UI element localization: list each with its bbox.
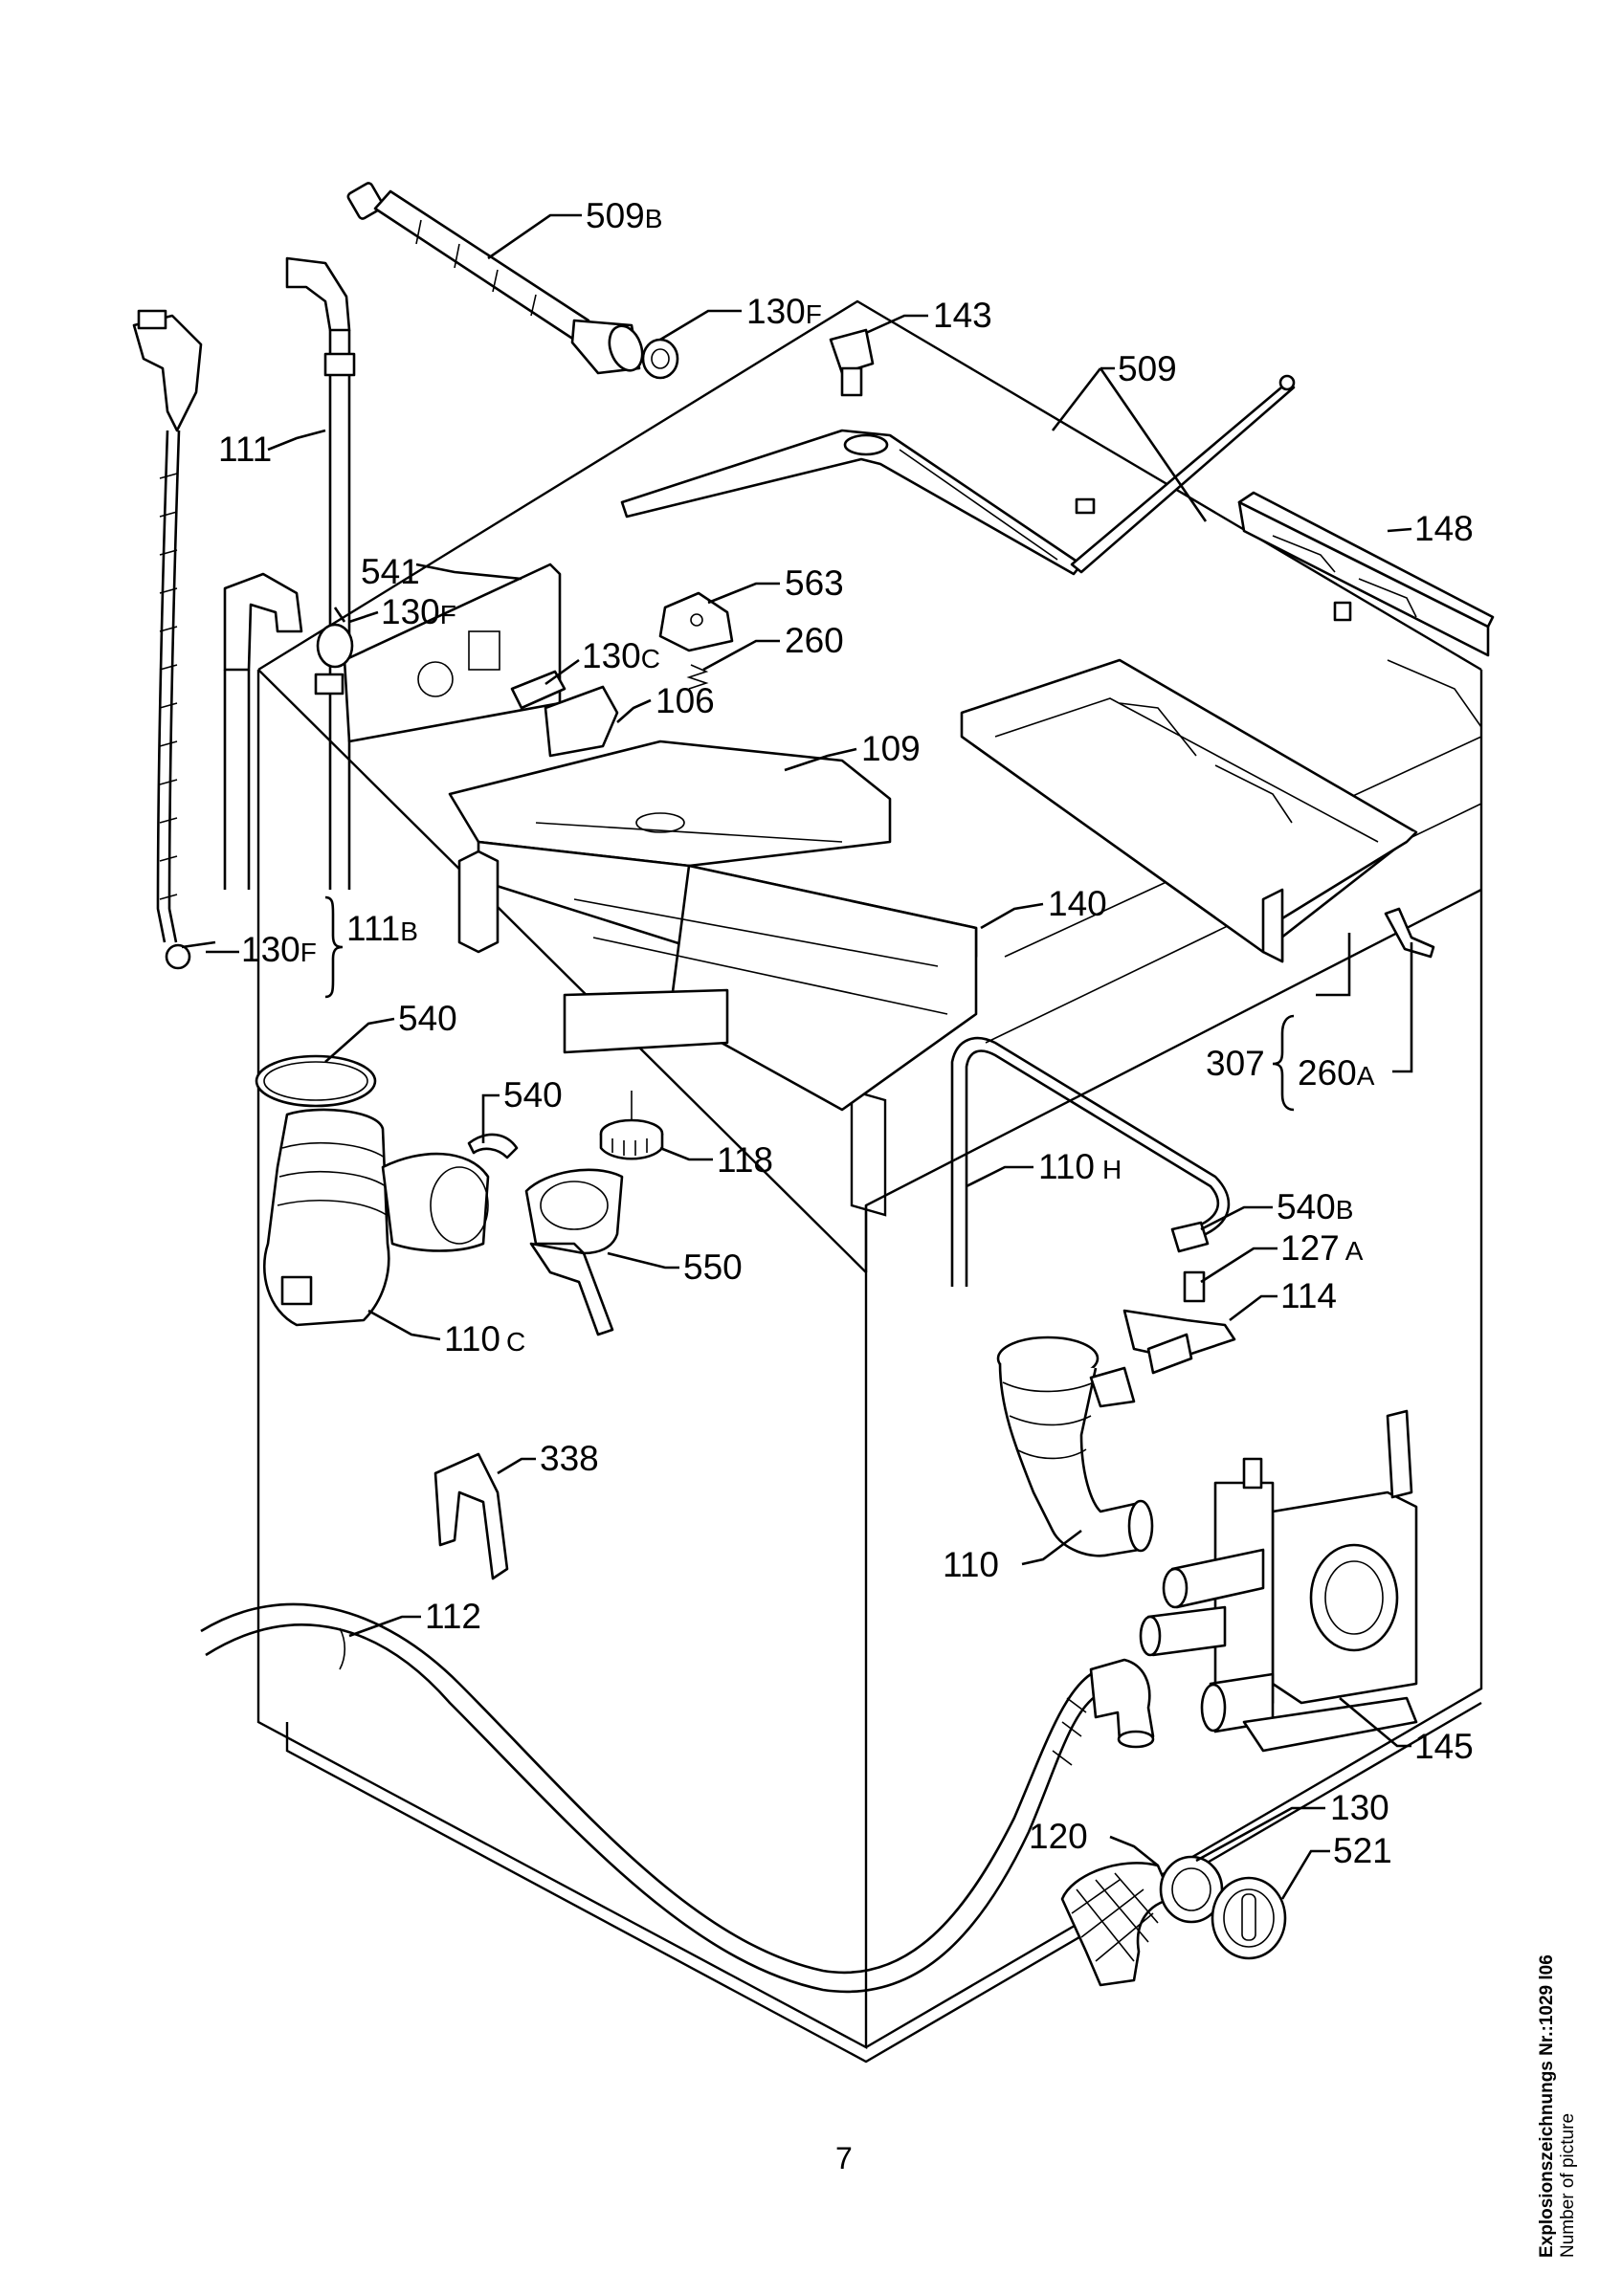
label-114: 114	[1280, 1276, 1337, 1315]
label-130: 130	[1330, 1788, 1389, 1827]
label-110: 110	[943, 1545, 999, 1584]
drawing-number-caption: Explosionszeichnungs Nr.:1029 l06 Number…	[1537, 1954, 1579, 2258]
part-509B-pipe	[346, 182, 644, 375]
part-540-clamp-a	[255, 1054, 377, 1108]
part-540-clamp-b	[467, 1133, 519, 1159]
label-130C: 130C	[582, 636, 660, 675]
part-118-wheel	[599, 1091, 664, 1160]
label-130F-b: 130F	[381, 592, 456, 631]
part-110-sump-hose	[996, 1336, 1154, 1557]
part-509-lever	[620, 374, 1296, 576]
caption-line-2: Number of picture	[1557, 2112, 1578, 2258]
label-509: 509	[1118, 349, 1177, 388]
part-540B-clip	[1170, 1221, 1210, 1253]
part-111-hose	[132, 309, 203, 970]
label-130F-a: 130F	[746, 292, 822, 331]
label-540-a: 540	[398, 999, 457, 1038]
label-307: 307	[1206, 1044, 1265, 1083]
part-111-elbow-hose	[285, 256, 356, 890]
brace-307	[1272, 1014, 1295, 1112]
part-260A-clip	[1384, 907, 1435, 959]
part-109-housing	[448, 740, 978, 1112]
page-number: 7	[835, 2141, 853, 2175]
brace-111B	[324, 895, 344, 999]
part-120-filter	[1060, 1862, 1174, 1987]
label-541: 541	[361, 552, 420, 591]
part-521-cap	[1211, 1876, 1287, 1960]
caption-line-1: Explosionszeichnungs Nr.:1029 l06	[1537, 1954, 1557, 2258]
label-120: 120	[1029, 1817, 1088, 1856]
part-145-pump	[1139, 1409, 1418, 1753]
label-563: 563	[785, 563, 844, 603]
label-111B: 111B	[346, 909, 418, 948]
label-260: 260	[785, 621, 844, 660]
part-110C-bellows	[262, 1108, 490, 1327]
part-130F-a	[641, 338, 679, 380]
label-106: 106	[655, 681, 715, 720]
cabinet-outline	[256, 299, 1483, 2064]
part-338-bracket	[433, 1452, 509, 1580]
label-521: 521	[1333, 1831, 1392, 1870]
label-338: 338	[540, 1439, 599, 1478]
label-540-b: 540	[503, 1075, 563, 1115]
label-550: 550	[683, 1247, 743, 1287]
part-541-bracket	[223, 563, 562, 890]
part-307-drawer	[960, 658, 1418, 963]
part-112-drain-hose	[200, 1602, 1155, 1994]
part-550-holder	[524, 1168, 624, 1336]
part-110H-tube	[950, 1036, 1231, 1287]
part-114-level-switch	[1122, 1309, 1236, 1375]
label-111: 111	[218, 430, 272, 469]
label-260A: 260A	[1298, 1053, 1375, 1093]
label-118: 118	[717, 1140, 773, 1180]
part-106-clip	[544, 685, 619, 758]
part-260-spring	[686, 664, 709, 690]
label-140: 140	[1048, 884, 1107, 923]
label-509B: 509B	[586, 196, 662, 235]
label-112: 112	[425, 1597, 481, 1636]
label-109: 109	[861, 729, 921, 768]
label-540B: 540B	[1277, 1187, 1353, 1226]
part-563-cam	[658, 591, 734, 652]
label-143: 143	[933, 296, 992, 335]
label-145: 145	[1414, 1727, 1474, 1766]
part-148-cover	[1237, 491, 1495, 657]
part-127A-nozzle	[1183, 1270, 1206, 1303]
part-143-knob	[829, 328, 875, 397]
leader-lines	[181, 213, 1413, 1900]
part-labels: 509B 130F 143 509 111 148 541 563 130F 2…	[218, 196, 1474, 1870]
label-130F-c: 130F	[241, 930, 317, 969]
label-148: 148	[1414, 509, 1474, 548]
